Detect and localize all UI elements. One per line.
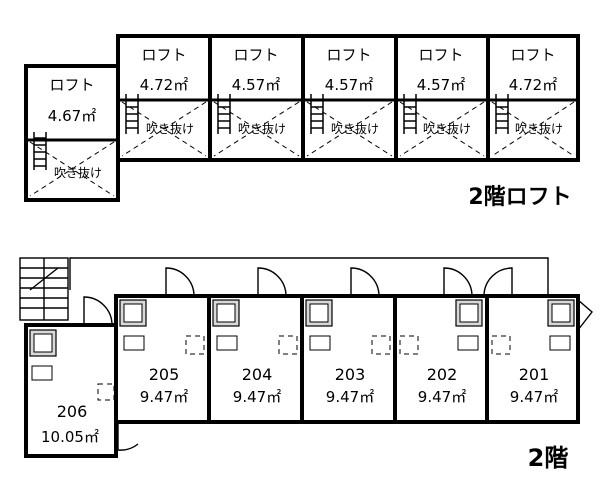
loft-area: 4.57㎡: [325, 76, 373, 94]
loft-floor-plan: ロフト 4.67㎡ 吹き抜け ロフト 4.72㎡ 吹き抜け ロフト 4.57㎡ …: [24, 34, 580, 210]
loft-area: 4.57㎡: [417, 76, 465, 94]
room-area: 9.47㎡: [510, 388, 558, 406]
ladder-icon: [33, 132, 47, 170]
second-floor-title: 2階: [528, 444, 569, 472]
room-number: 204: [242, 365, 273, 384]
void-label: 吹き抜け: [146, 122, 194, 136]
room-area: 9.47㎡: [233, 388, 281, 406]
room-number: 201: [519, 365, 550, 384]
ladder-icon: [403, 94, 417, 134]
bathroom-fixtures: [29, 299, 575, 401]
void-label: 吹き抜け: [331, 122, 379, 136]
room-area: 9.47㎡: [418, 388, 466, 406]
void-label: 吹き抜け: [515, 122, 563, 136]
staircase: [19, 257, 69, 321]
void-label: 吹き抜け: [238, 122, 286, 136]
loft-area: 4.72㎡: [140, 76, 188, 94]
room-number: 203: [335, 365, 366, 384]
building-outer-wall: [24, 294, 580, 458]
room-number: 202: [427, 365, 458, 384]
ladder-icon: [125, 94, 139, 134]
door-swing: [83, 267, 593, 451]
loft-label: ロフト: [510, 46, 555, 64]
room-number: 205: [149, 365, 180, 384]
room-area: 9.47㎡: [326, 388, 374, 406]
ladder-icon: [217, 94, 231, 134]
ladder-icon: [310, 94, 324, 134]
void-label: 吹き抜け: [54, 166, 102, 180]
loft-outer-wall: [24, 34, 580, 202]
loft-floor-title: 2階ロフト: [468, 185, 571, 210]
loft-label: ロフト: [49, 76, 94, 94]
loft-area: 4.72㎡: [509, 76, 557, 94]
loft-label: ロフト: [326, 46, 371, 64]
loft-label: ロフト: [418, 46, 463, 64]
void-label: 吹き抜け: [423, 122, 471, 136]
room-number: 206: [57, 402, 88, 421]
loft-area: 4.57㎡: [232, 76, 280, 94]
loft-label: ロフト: [141, 46, 186, 64]
room-area: 10.05㎡: [41, 428, 99, 446]
loft-label: ロフト: [233, 46, 278, 64]
void-cross: [29, 101, 575, 197]
corridor-outline: [69, 257, 549, 296]
second-floor-plan: 205 9.47㎡ 204 9.47㎡ 203 9.47㎡ 202 9.47㎡ …: [19, 257, 593, 472]
ladder-icon: [495, 94, 509, 134]
loft-area: 4.67㎡: [48, 107, 96, 125]
room-area: 9.47㎡: [140, 388, 188, 406]
